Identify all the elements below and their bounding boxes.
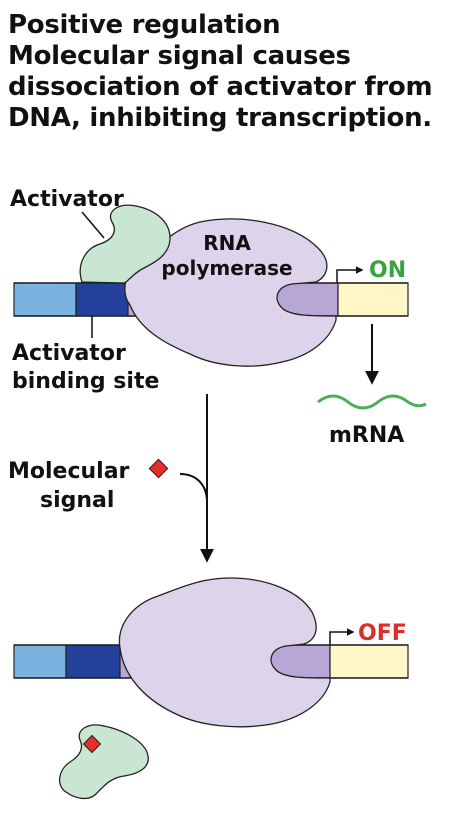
title-block: Positive regulation Molecular signal cau…	[8, 10, 454, 134]
activator-top	[79, 204, 171, 284]
mrna-strand	[317, 394, 427, 410]
title-line-2: Molecular signal causes	[8, 41, 351, 71]
binding-site-label-2: binding site	[12, 369, 159, 394]
signal-joining-curve	[179, 473, 208, 501]
rna-polymerase-label-2: polymerase	[161, 256, 292, 280]
rna-polymerase-top	[124, 218, 337, 367]
title-line-1: Positive regulation	[8, 10, 281, 40]
mrna-label: mRNA	[329, 423, 404, 448]
title-line-4: DNA, inhibiting transcription.	[8, 103, 432, 133]
bound-signal-diamond-icon	[82, 734, 102, 754]
rna-polymerase-bottom	[118, 577, 331, 728]
rna-polymerase-label-1: RNA	[203, 231, 251, 255]
binding-site-label-1: Activator	[12, 341, 126, 366]
molecular-signal-label-1: Molecular	[8, 459, 130, 484]
molecular-signal-label-2: signal	[40, 488, 114, 513]
transcription-start-arrow-on	[336, 266, 364, 283]
molecular-signal-diamond-icon	[148, 458, 169, 479]
activator-pointer-line	[81, 211, 105, 239]
title-line-3: dissociation of activator from	[8, 72, 433, 102]
dissociated-activator	[59, 724, 149, 800]
off-label: OFF	[358, 621, 407, 646]
transcription-start-arrow-off	[329, 628, 355, 645]
activator-label: Activator	[10, 187, 124, 212]
on-label: ON	[369, 258, 406, 283]
